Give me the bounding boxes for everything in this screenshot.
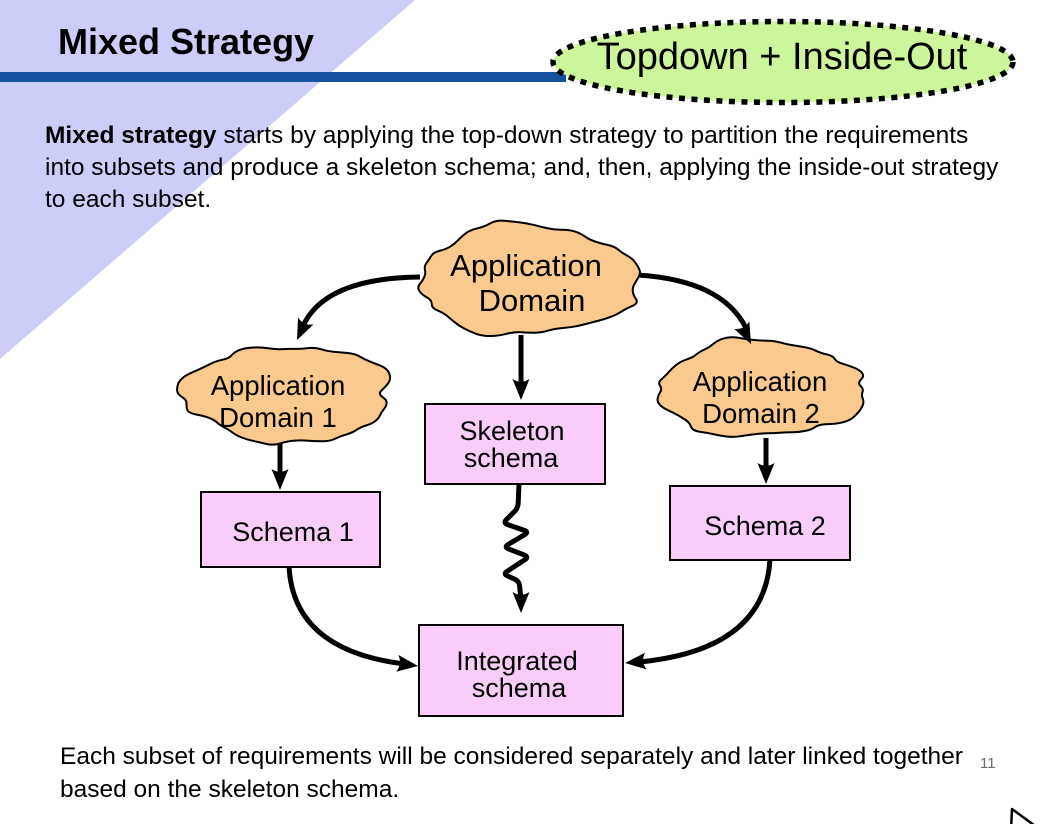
svg-text:Skeleton: Skeleton [459,416,564,446]
svg-text:Application: Application [211,370,346,401]
svg-text:Schema 2: Schema 2 [704,511,826,541]
svg-text:Schema 1: Schema 1 [232,517,354,547]
svg-text:Domain: Domain [479,283,586,318]
svg-text:Application: Application [450,248,602,283]
svg-text:Domain 2: Domain 2 [702,398,820,429]
svg-text:Integrated: Integrated [456,646,578,676]
svg-text:Application: Application [693,366,828,397]
svg-text:schema: schema [472,673,568,703]
svg-text:Domain 1: Domain 1 [219,402,337,433]
svg-text:schema: schema [464,443,560,473]
